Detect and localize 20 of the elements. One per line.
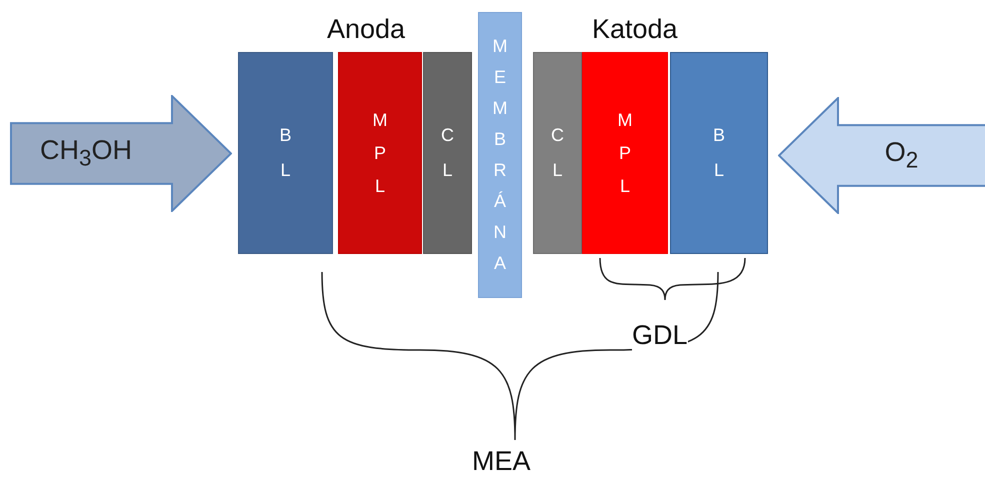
layer-block: [423, 52, 472, 254]
text-label: Katoda: [592, 14, 678, 45]
layer-label: CL: [440, 124, 455, 182]
block-arrow: [778, 97, 985, 214]
block-arrow: [10, 95, 232, 212]
layer-block: [478, 12, 522, 298]
layer-label: BL: [278, 124, 292, 182]
layer-block: [338, 52, 422, 254]
layer-label: MPL: [616, 108, 634, 198]
layer-block: [533, 52, 582, 254]
layer-label: MEMBRÁNA: [492, 35, 508, 275]
arrow-label: CH$_{3}$OH: [40, 135, 132, 172]
layer-block: [582, 52, 668, 254]
text-label: Anoda: [327, 14, 406, 45]
layer-label: BL: [712, 124, 726, 182]
arrow-label: O$_{2}$: [884, 137, 918, 174]
layer-label: MPL: [372, 108, 388, 198]
layer-label: CL: [550, 124, 565, 182]
layer-block: [670, 52, 768, 254]
layer-block: [238, 52, 333, 254]
